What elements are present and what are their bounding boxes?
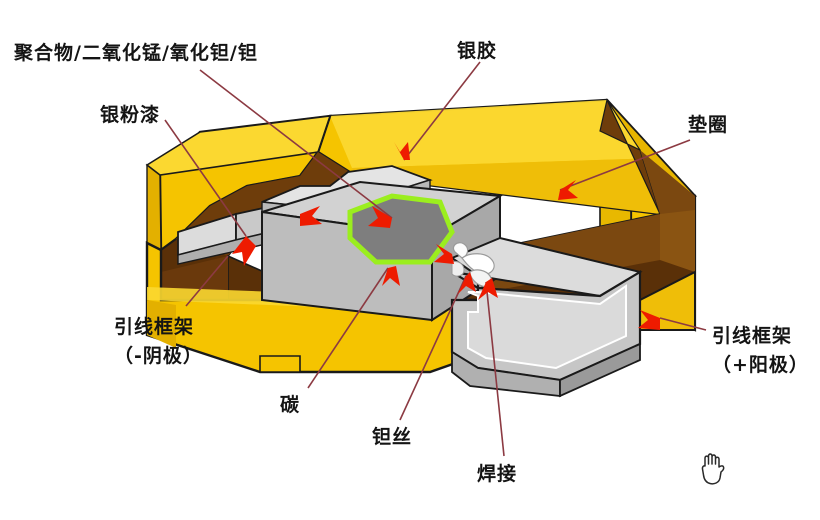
label-silver-epoxy-line1: 银胶 [457, 40, 498, 62]
label-polymer-stack: 聚合物/二氧化锰/氧化钽/钽 [14, 40, 258, 68]
leadframe-anode-bracket [449, 236, 643, 398]
label-leadframe-cathode: 引线框架 （-阴极） [114, 313, 203, 370]
label-leadframe-cathode-line2: （-阴极） [114, 344, 203, 367]
label-tantalum-wire: 钽丝 [372, 424, 412, 452]
callout-arrowheads [232, 142, 660, 330]
label-washer-line1: 垫圈 [688, 114, 729, 136]
label-leadframe-anode-line1: 引线框架 [712, 325, 793, 347]
label-welding-line1: 焊接 [477, 463, 518, 485]
label-polymer-stack-line1: 聚合物/二氧化锰/氧化钽/钽 [14, 42, 258, 64]
label-tantalum-wire-line1: 钽丝 [372, 426, 413, 448]
label-silver-paint: 银粉漆 [100, 102, 160, 130]
label-welding: 焊接 [477, 461, 517, 489]
grabbing-hand-cursor [701, 453, 725, 485]
label-carbon-line1: 碳 [280, 394, 301, 416]
label-washer: 垫圈 [688, 112, 728, 140]
label-silver-epoxy: 银胶 [457, 38, 497, 66]
label-carbon: 碳 [280, 392, 300, 420]
label-leadframe-anode: 引线框架 （+阳极） [712, 322, 809, 379]
label-leadframe-cathode-line1: 引线框架 [114, 316, 195, 338]
leader-lines [164, 61, 707, 457]
dielectric-region-highlight [347, 193, 455, 265]
label-leadframe-anode-line2: （+阳极） [712, 353, 809, 376]
label-silver-paint-line1: 银粉漆 [100, 104, 161, 126]
